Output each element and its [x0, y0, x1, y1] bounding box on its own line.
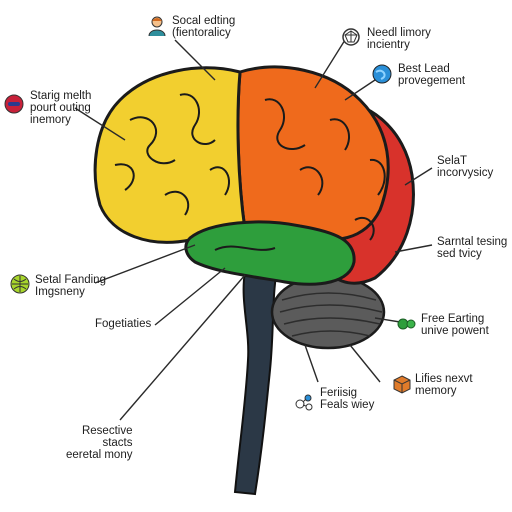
- frontal-lobe: [93, 66, 247, 244]
- label-lifies-nexvt: Lifies nexvt memory: [415, 373, 473, 397]
- temporal-lobe: [184, 220, 356, 286]
- gyri-lines: [114, 93, 386, 251]
- globe-icon: [372, 64, 392, 84]
- molecule-icon: [294, 392, 314, 412]
- label-selat: SelaT incorvysicy: [437, 155, 494, 179]
- label-social-editing: Socal edting (fientoralicy: [172, 15, 236, 39]
- parietal-lobe: [236, 65, 390, 242]
- leader-lines: [74, 39, 433, 421]
- label-sarntal-tesing: Sarntal tesing sed tvicy: [437, 236, 508, 260]
- network-icon: [341, 27, 361, 47]
- gears-icon: [397, 314, 417, 334]
- label-resective: Resective stacts eeretal mony: [66, 425, 133, 461]
- label-feriisig: Feriisig Feals wiey: [320, 387, 375, 411]
- label-free-earting: Free Earting unive powent: [421, 313, 489, 337]
- label-best-lead: Best Lead provegement: [398, 63, 466, 87]
- label-needl-limory: Needl limory incientry: [367, 27, 431, 51]
- label-starig-melth: Starig melth pourt outing inemory: [30, 90, 92, 126]
- sphere-icon: [10, 274, 30, 294]
- pill-icon: [4, 94, 24, 114]
- cerebellum: [270, 274, 386, 350]
- brainstem: [233, 270, 278, 496]
- label-setal-fanding: Setal Fanding Imgsneny: [35, 274, 106, 298]
- person-icon: [147, 16, 167, 37]
- cube-icon: [392, 374, 412, 394]
- label-fogetiaties: Fogetiaties: [95, 318, 152, 330]
